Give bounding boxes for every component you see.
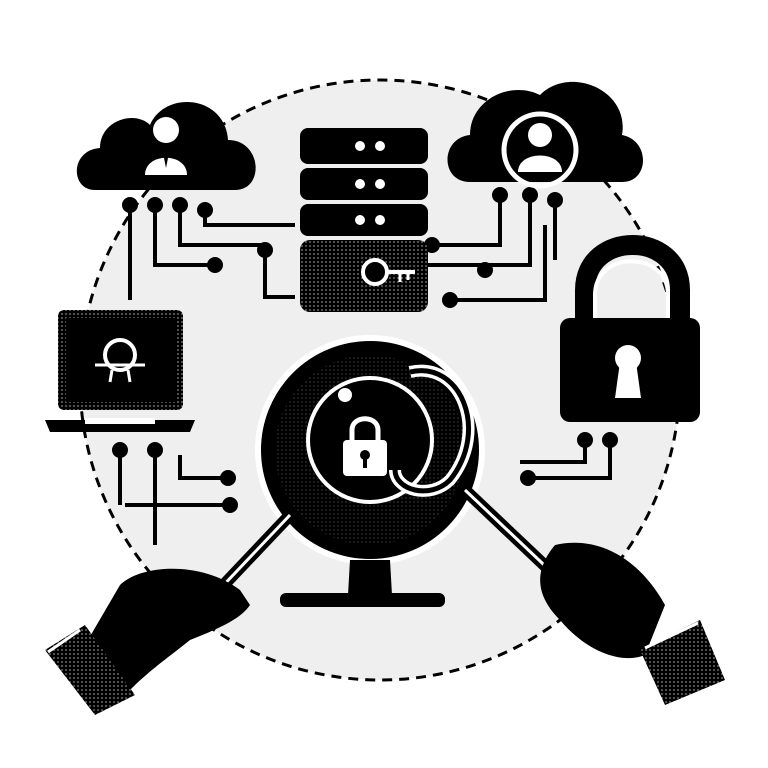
monitor-magnifier-icon [255, 335, 485, 607]
cloud-user-circle-icon [447, 81, 643, 189]
hand-left-icon [45, 568, 250, 715]
hand-right-icon [540, 542, 725, 705]
padlock-icon [560, 235, 700, 422]
connector-lines [112, 187, 618, 545]
laptop-icon [45, 310, 195, 432]
cloud-user-icon [76, 102, 256, 190]
server-rack-icon [300, 128, 428, 312]
